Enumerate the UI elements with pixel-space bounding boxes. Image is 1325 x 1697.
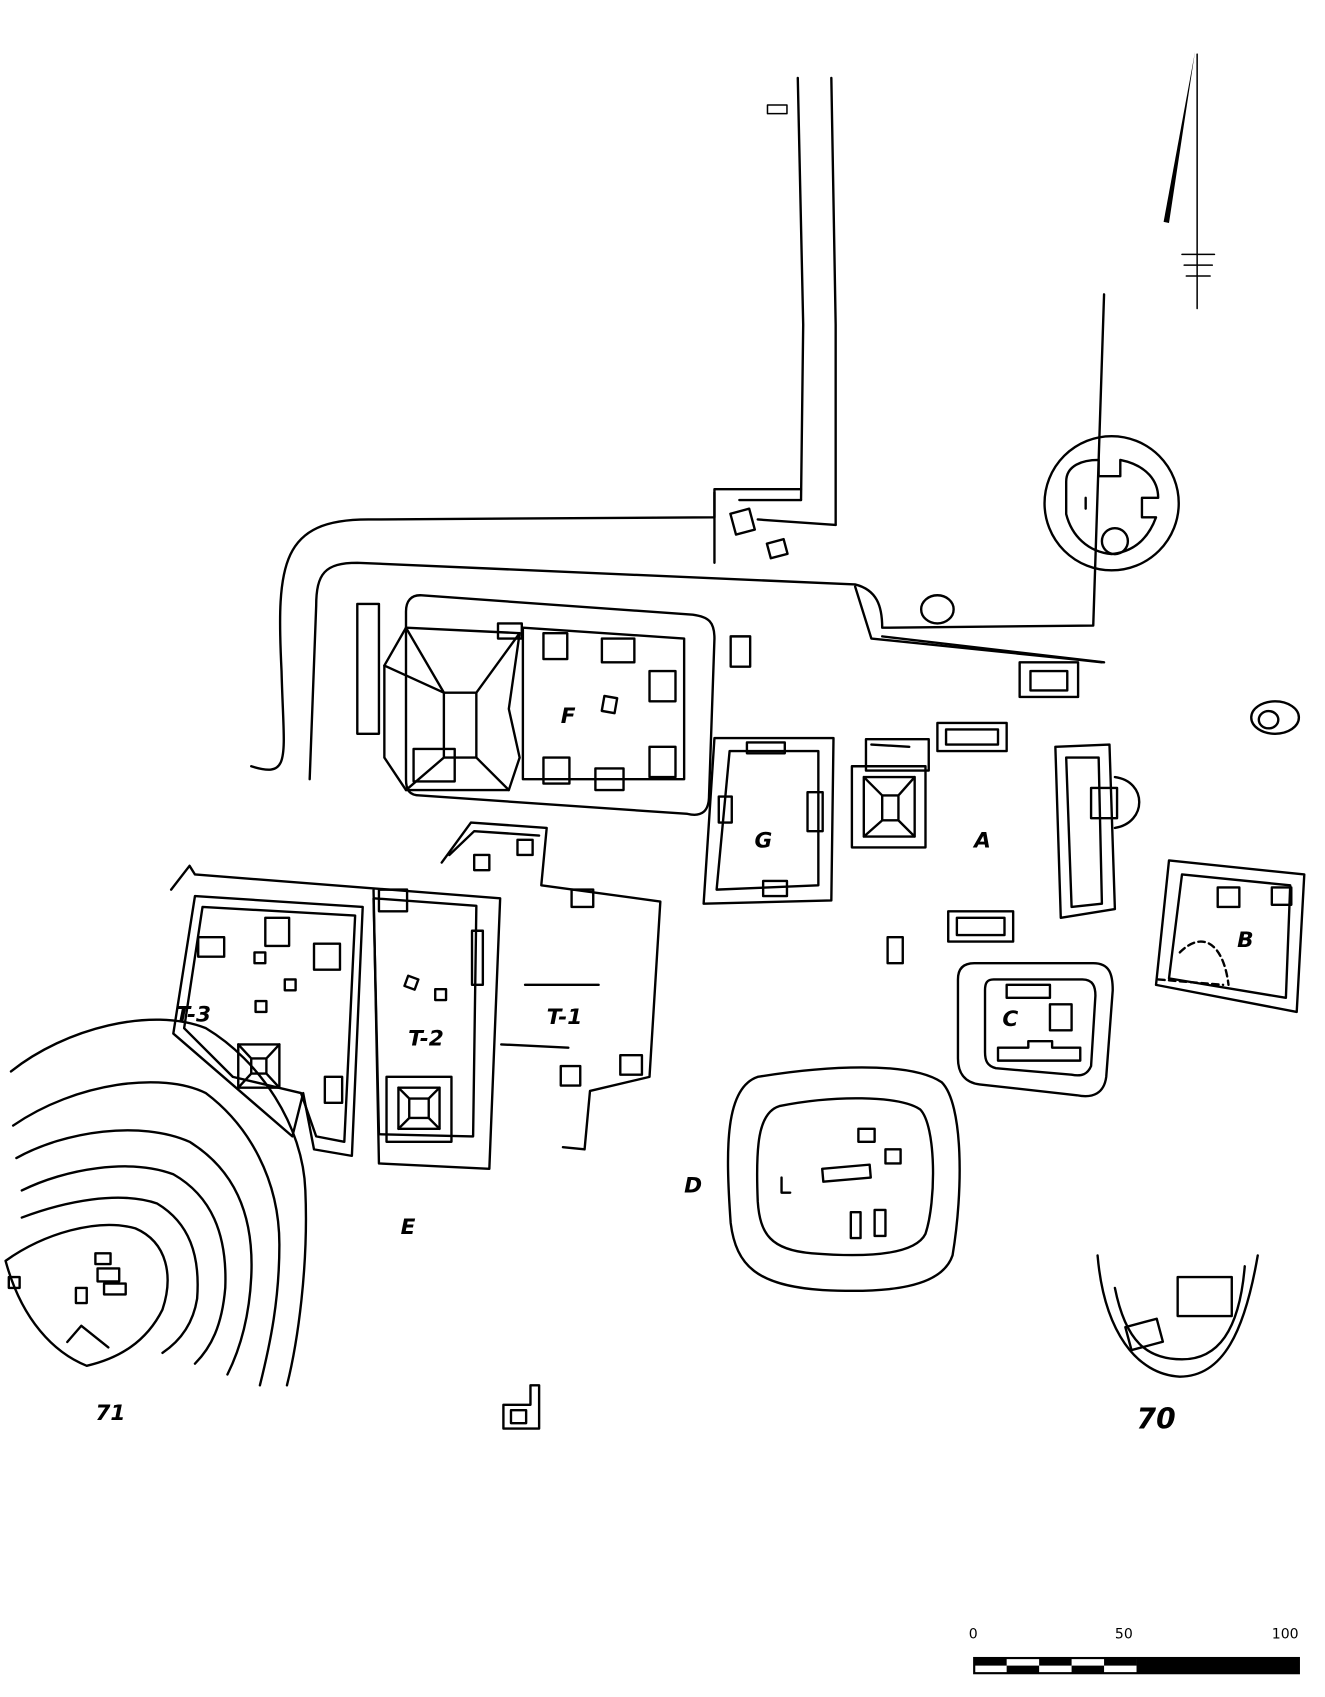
label-70: 70 xyxy=(1137,1403,1176,1436)
group-B xyxy=(1154,859,1306,1014)
group-T1 xyxy=(440,821,662,1151)
label-71: 71 xyxy=(95,1401,125,1426)
scale-bar: 0 50 100 xyxy=(969,1627,1300,1675)
label-F: F xyxy=(561,704,576,729)
group-F xyxy=(356,594,752,816)
group-70 xyxy=(1096,1254,1259,1378)
label-E: E xyxy=(401,1215,416,1240)
group-D xyxy=(726,1066,961,1293)
scale-tick-50: 50 xyxy=(1115,1627,1133,1643)
small-structure-south xyxy=(502,1384,541,1430)
group-T2-T3 xyxy=(169,864,502,1171)
hill-71-contours xyxy=(4,1018,308,1387)
round-structure-1 xyxy=(1043,434,1301,735)
causeway xyxy=(766,76,837,527)
label-D: D xyxy=(684,1174,702,1199)
label-T2: T-2 xyxy=(408,1026,444,1051)
label-A: A xyxy=(972,828,991,853)
group-A xyxy=(850,661,1141,965)
north-arrow-icon xyxy=(1163,51,1216,310)
label-G: G xyxy=(754,828,772,853)
group-G xyxy=(702,736,835,905)
label-B: B xyxy=(1237,928,1253,953)
label-C: C xyxy=(1002,1007,1018,1032)
enclosure-wall xyxy=(250,293,1106,781)
scale-tick-0: 0 xyxy=(969,1627,978,1643)
scale-tick-100: 100 xyxy=(1272,1627,1299,1643)
label-T1: T-1 xyxy=(547,1005,583,1030)
group-C xyxy=(956,962,1114,1098)
